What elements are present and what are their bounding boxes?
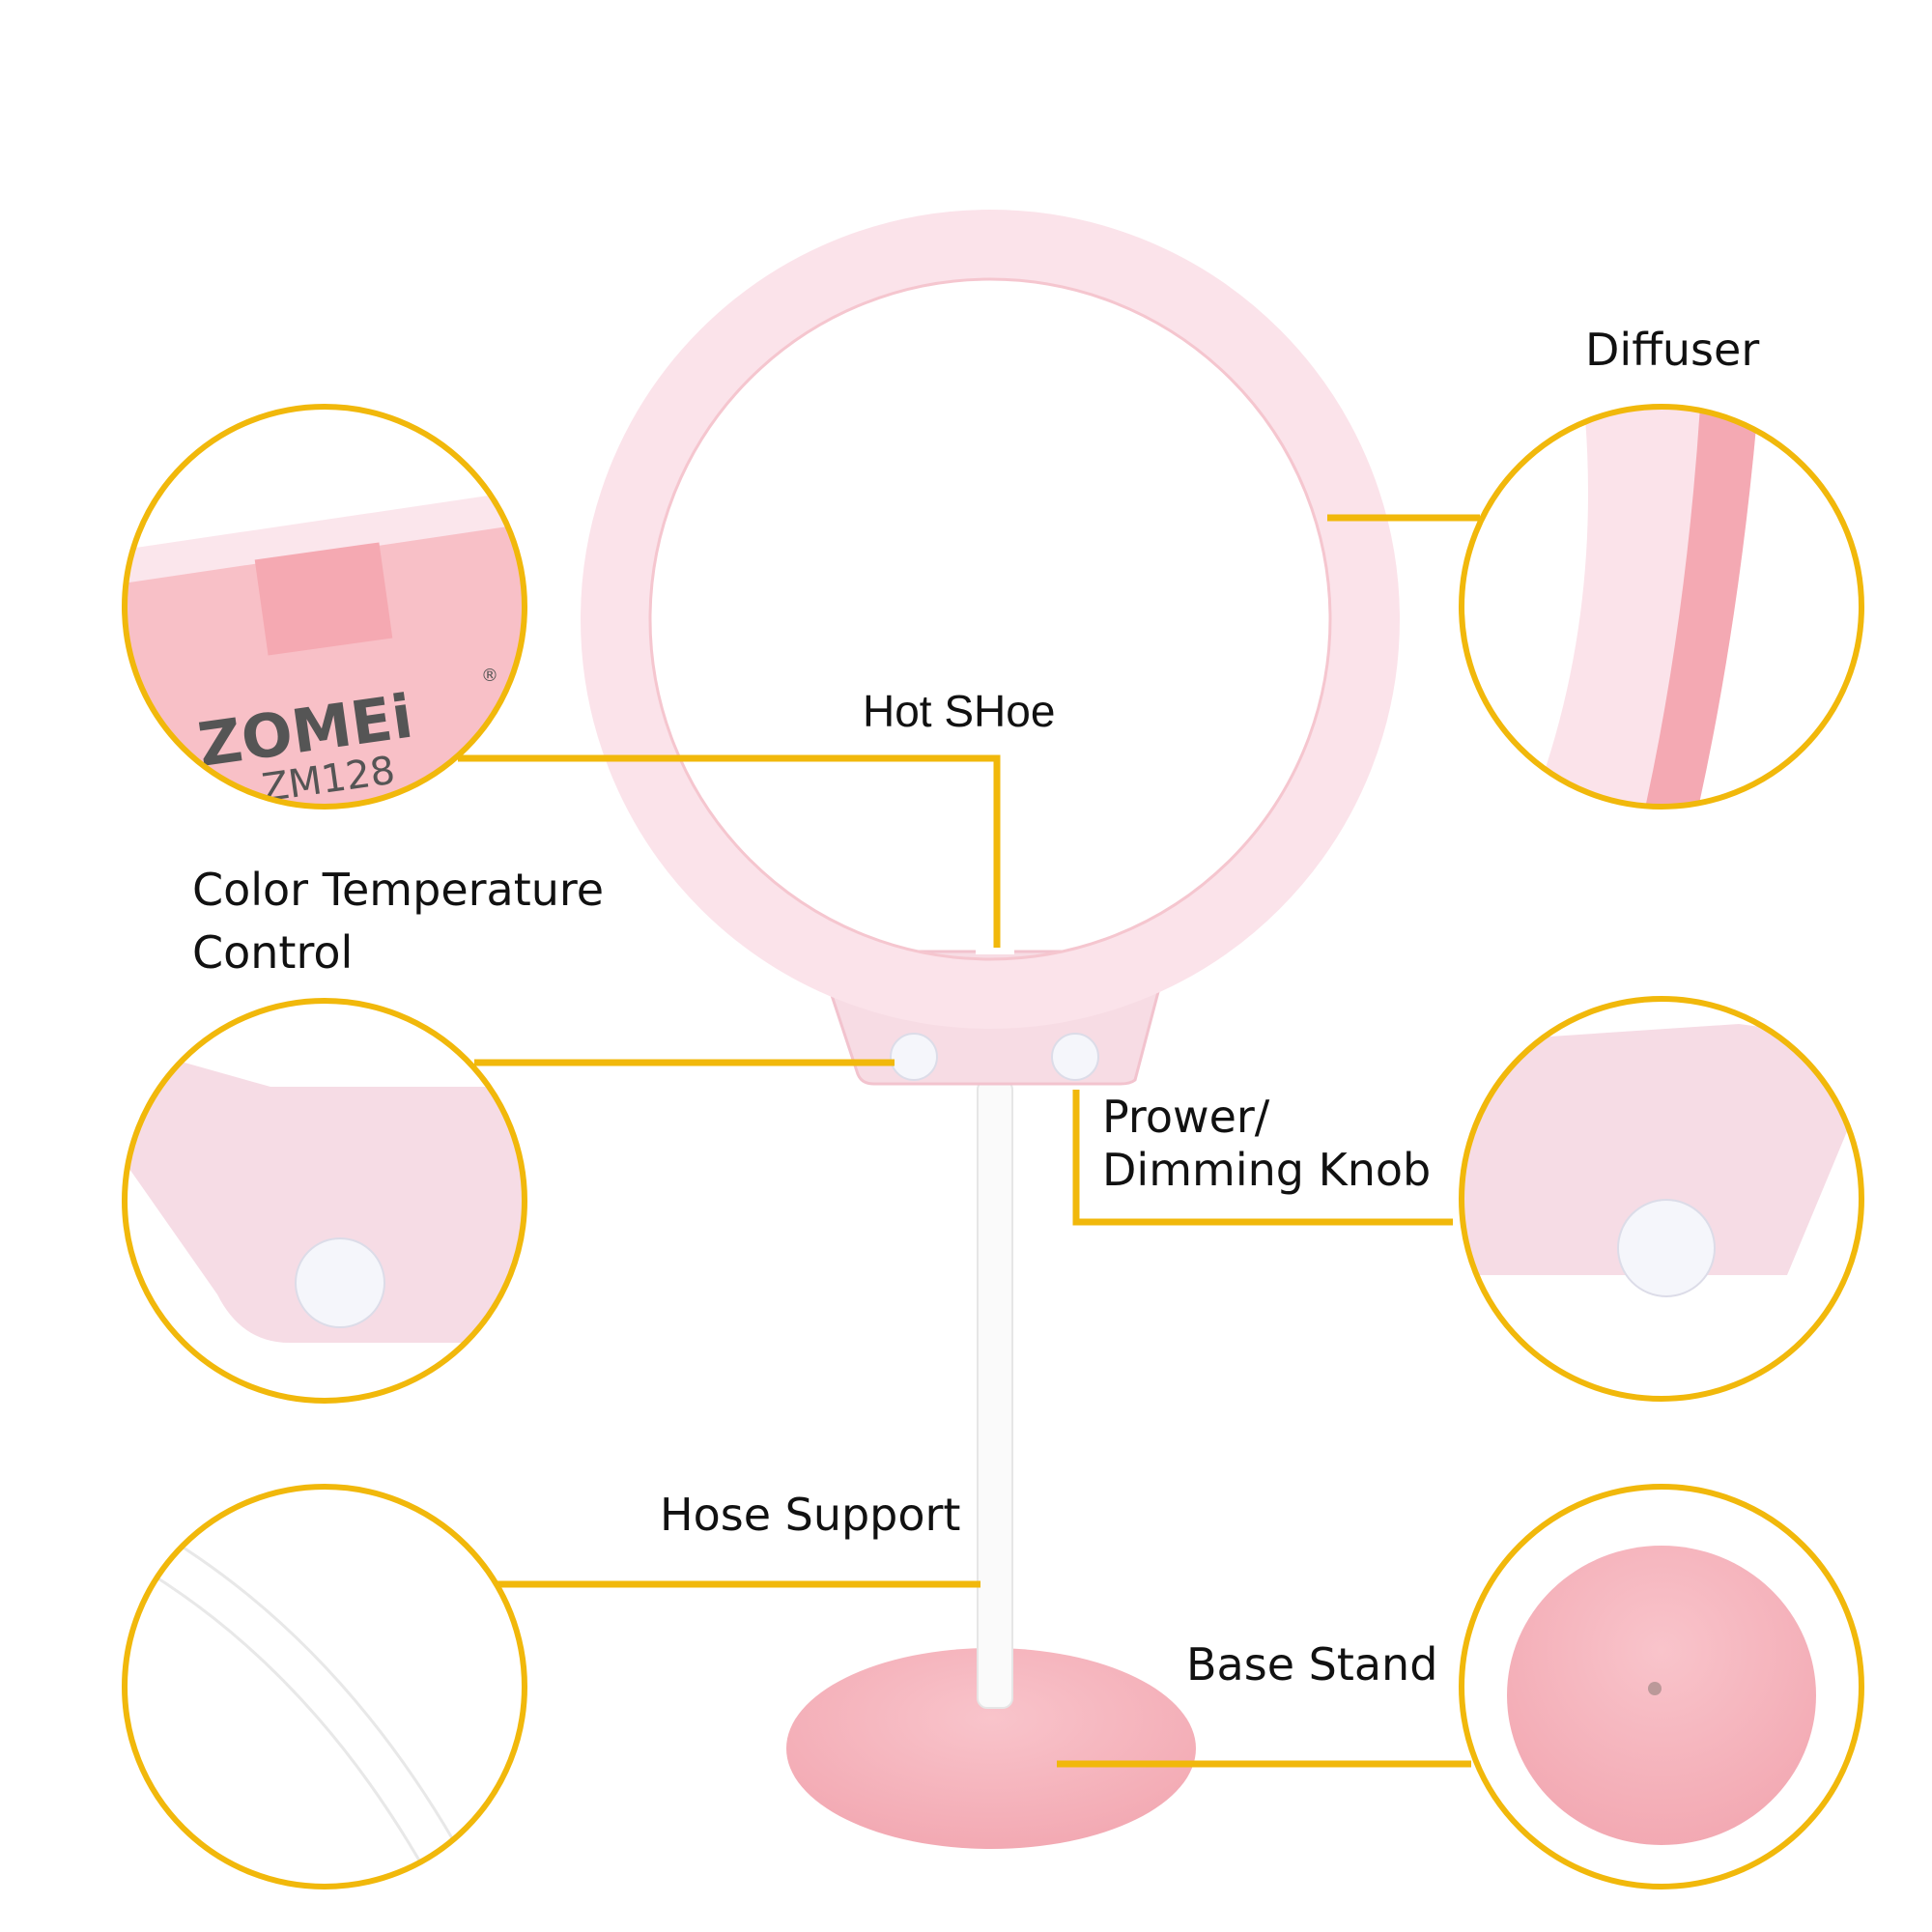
leader-dimming-knob	[1072, 1090, 1453, 1226]
brand-registered: ®	[481, 666, 498, 686]
label-color-temperature-2: Control	[192, 926, 353, 979]
leader-hot-shoe	[458, 754, 1001, 948]
label-dimming-knob-2: Dimming Knob	[1102, 1144, 1431, 1196]
label-hot-shoe: Hot SHoe	[863, 686, 1055, 736]
detail-dimming-knob	[1463, 1024, 1860, 1297]
color-temperature-knob[interactable]	[890, 1033, 938, 1081]
detail-diffuser	[1526, 409, 1758, 805]
diffuser-ring	[581, 210, 1400, 1029]
detail-frame-base	[1459, 1484, 1864, 1889]
ring-inner-edge	[648, 277, 1332, 961]
detail-hot-shoe: ZOMEi ® ZM128	[127, 488, 523, 805]
detail-hose	[127, 1517, 464, 1875]
hot-shoe	[976, 945, 1014, 954]
label-hose-support: Hose Support	[660, 1489, 960, 1541]
detail-frame-hose	[122, 1484, 527, 1889]
label-diffuser: Diffuser	[1585, 324, 1759, 376]
base-stand	[786, 1648, 1196, 1849]
detail-color-temperature	[127, 1043, 523, 1343]
detail-base	[1507, 1546, 1816, 1845]
detail-frame-dimming-knob	[1459, 996, 1864, 1402]
detail-frame-color-temperature	[122, 998, 527, 1404]
label-color-temperature-1: Color Temperature	[192, 864, 604, 916]
detail-frame-diffuser	[1459, 404, 1864, 810]
label-dimming-knob-1: Prower/	[1102, 1091, 1270, 1143]
power-dimming-knob[interactable]	[1051, 1033, 1099, 1081]
label-base-stand: Base Stand	[1186, 1638, 1437, 1690]
hose-support	[977, 1079, 1013, 1709]
ring-light-product	[581, 210, 1400, 1849]
detail-frame-hot-shoe	[122, 404, 527, 810]
